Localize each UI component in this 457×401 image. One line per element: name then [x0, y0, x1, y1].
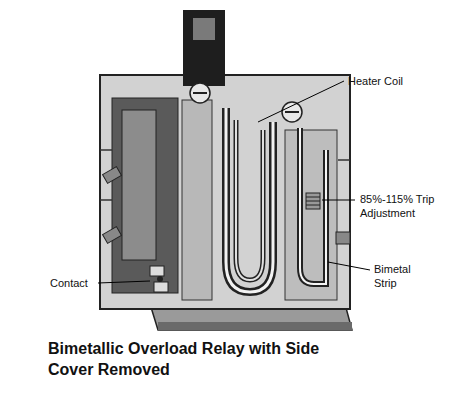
- relay-body: [112, 98, 178, 293]
- part-label: 85%-115% Trip Adjustment: [360, 192, 448, 220]
- trip-adjustment-screw: [306, 193, 320, 209]
- heater-coil: [226, 108, 273, 292]
- bimetal-strip: [300, 128, 326, 284]
- part-label: Bimetal Strip: [374, 262, 426, 290]
- heater-coil: [226, 108, 273, 292]
- contacts: [150, 266, 164, 276]
- screws: [103, 167, 122, 184]
- figure-caption: Bimetallic Overload Relay with Side Cove…: [48, 338, 348, 380]
- trip-adjustment-screw: [306, 197, 320, 205]
- relay-body: [285, 130, 337, 300]
- screws: [282, 102, 302, 122]
- part-label: Contact: [50, 276, 96, 290]
- relay-body: [122, 110, 156, 260]
- base-plate: [158, 322, 352, 330]
- leader-lines: [328, 262, 370, 270]
- leader-lines: [258, 81, 344, 122]
- trip-adjustment-screw: [306, 193, 320, 209]
- bimetal-strip: [300, 128, 326, 284]
- bimetal-strip: [300, 128, 326, 284]
- screws: [336, 232, 350, 244]
- relay-body: [182, 100, 212, 300]
- mounting-bracket: [183, 10, 225, 86]
- leader-lines: [322, 200, 355, 201]
- heater-coil: [236, 120, 263, 280]
- screws: [285, 111, 299, 113]
- screws: [103, 227, 122, 244]
- heater-coil: [226, 108, 273, 292]
- screws: [190, 83, 210, 103]
- heater-coil: [236, 120, 263, 280]
- relay-body: [100, 75, 350, 309]
- mounting-bracket: [193, 18, 215, 40]
- mounting-bracket: [183, 10, 225, 86]
- contacts: [154, 282, 168, 292]
- leader-lines: [98, 81, 370, 283]
- contacts: [157, 276, 163, 282]
- screws: [193, 92, 207, 94]
- leader-lines: [98, 281, 150, 283]
- contacts: [150, 266, 168, 292]
- part-label: Heater Coil: [348, 74, 443, 88]
- relay-body: [100, 75, 350, 309]
